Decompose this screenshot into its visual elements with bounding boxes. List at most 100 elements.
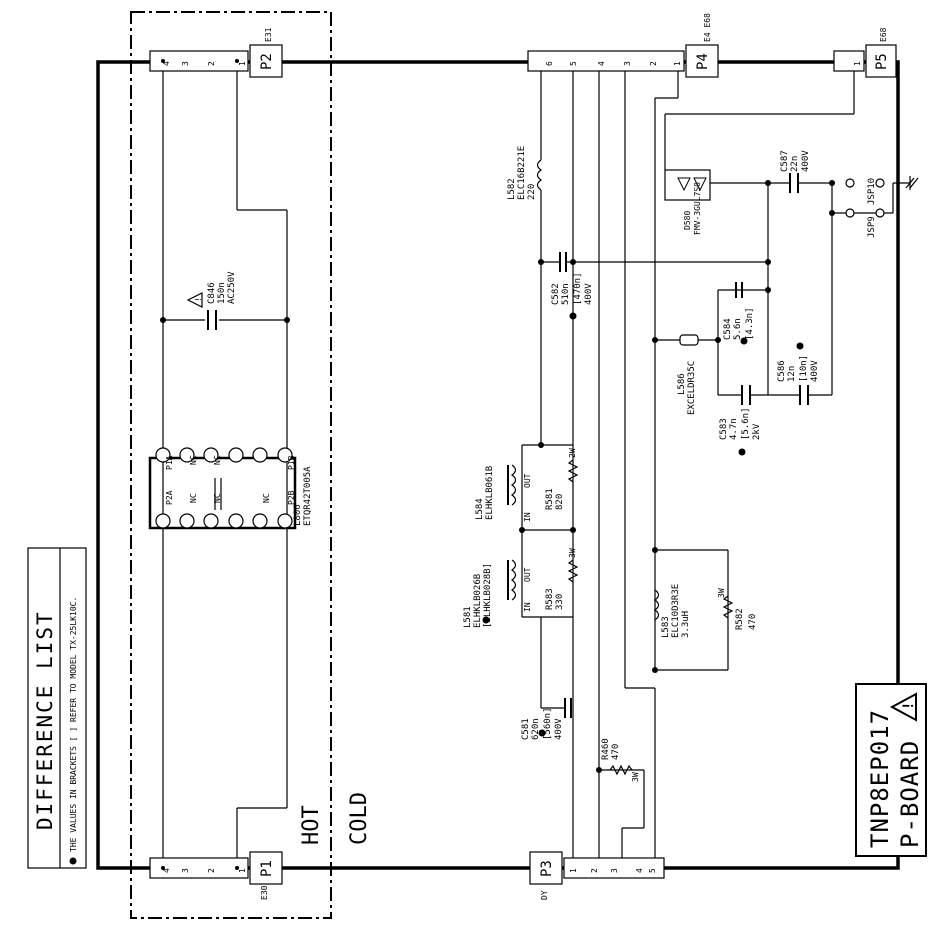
asterisk-marker-icon xyxy=(538,729,546,737)
svg-text:510n: 510n xyxy=(561,283,571,305)
svg-text:2W: 2W xyxy=(568,448,577,458)
svg-text:3: 3 xyxy=(623,61,632,66)
svg-text:400V: 400V xyxy=(554,718,564,740)
svg-text:3: 3 xyxy=(181,868,190,873)
asterisk-marker-icon xyxy=(796,342,804,350)
svg-text:E68: E68 xyxy=(879,27,888,42)
connector-p1: P1 E30 4 3 2 1 xyxy=(149,851,283,900)
svg-text:L582: L582 xyxy=(507,178,517,200)
svg-text:5: 5 xyxy=(648,868,657,873)
svg-text:P1A: P1A xyxy=(165,455,174,470)
svg-text:[470n]: [470n] xyxy=(573,272,583,305)
svg-text:1: 1 xyxy=(238,868,247,873)
hot-label: HOT xyxy=(299,805,324,845)
warning-triangle-icon: ! xyxy=(889,692,917,722)
cold-wiring xyxy=(519,71,910,858)
inductor-l583: L583 ELC10D3R3E 3.3uH xyxy=(653,584,691,638)
svg-text:5: 5 xyxy=(569,61,578,66)
svg-text:E30: E30 xyxy=(260,885,269,900)
capacitor-c586: C586 12n [10n] 400V xyxy=(777,342,820,405)
svg-text:400V: 400V xyxy=(801,150,811,172)
difference-list: DIFFERENCE LIST THE VALUES IN BRACKETS [… xyxy=(27,547,87,869)
svg-text:3: 3 xyxy=(610,868,619,873)
svg-text:1: 1 xyxy=(673,61,682,66)
svg-text:AC250V: AC250V xyxy=(227,271,237,304)
hot-zone-boundary xyxy=(130,11,332,919)
resistor-r581: R581 820 2W xyxy=(545,448,579,510)
svg-text:620n: 620n xyxy=(531,718,541,740)
inductor-l582: L582 ELC16B221E 220 xyxy=(507,146,543,200)
svg-text:330: 330 xyxy=(555,594,565,610)
resistor-r582: R582 470 3W xyxy=(717,588,758,630)
svg-text:ELC10D3R3E: ELC10D3R3E xyxy=(671,584,681,638)
svg-text:NC: NC xyxy=(189,455,198,465)
svg-text:2: 2 xyxy=(649,61,658,66)
svg-text:1: 1 xyxy=(853,61,862,66)
svg-text:5.6n: 5.6n xyxy=(733,318,743,340)
svg-text:P2A: P2A xyxy=(165,490,174,505)
svg-text:C583: C583 xyxy=(719,418,729,440)
asterisk-marker-icon xyxy=(569,312,577,320)
svg-text:E31: E31 xyxy=(264,27,273,42)
svg-text:R460: R460 xyxy=(601,738,611,760)
capacitor-c582: C582 510n [470n] 400V xyxy=(551,252,594,320)
svg-text:ETQR42T005A: ETQR42T005A xyxy=(303,466,313,526)
svg-text:P2: P2 xyxy=(259,53,275,70)
difference-list-note: THE VALUES IN BRACKETS [ ] REFER TO MODE… xyxy=(69,597,78,852)
capacitor-c581: C581 620n [560n] 400V xyxy=(521,698,572,740)
svg-text:[5.6n]: [5.6n] xyxy=(741,407,751,440)
capacitor-c846: C846 150n AC250V ! xyxy=(186,271,237,330)
svg-text:P1B: P1B xyxy=(287,455,296,470)
ground-icon xyxy=(905,176,919,190)
svg-text:IN: IN xyxy=(523,512,532,522)
svg-text:220: 220 xyxy=(527,184,537,200)
difference-list-heading: DIFFERENCE LIST xyxy=(33,610,57,830)
svg-text:2: 2 xyxy=(207,61,216,66)
svg-text:12n: 12n xyxy=(787,366,797,382)
cold-label: COLD xyxy=(347,792,372,845)
svg-text:!: ! xyxy=(194,297,203,302)
svg-text:P2B: P2B xyxy=(287,490,296,505)
svg-text:C581: C581 xyxy=(521,718,531,740)
asterisk-marker-icon xyxy=(738,448,746,456)
svg-text:4: 4 xyxy=(162,61,171,66)
svg-text:R582: R582 xyxy=(735,608,745,630)
hot-wiring xyxy=(160,71,290,858)
svg-text:820: 820 xyxy=(555,494,565,510)
svg-text:L581: L581 xyxy=(463,606,473,628)
svg-text:OUT: OUT xyxy=(523,567,532,582)
svg-text:2: 2 xyxy=(590,868,599,873)
asterisk-marker-icon xyxy=(740,337,748,345)
svg-text:4: 4 xyxy=(597,61,606,66)
svg-text:JSP10: JSP10 xyxy=(867,178,877,205)
svg-text:NC: NC xyxy=(262,493,271,503)
capacitor-c583: C583 4.7n [5.6n] 2kV xyxy=(719,385,762,456)
svg-text:4: 4 xyxy=(162,868,171,873)
warning-triangle-icon: ! xyxy=(186,292,203,308)
svg-text:2kV: 2kV xyxy=(752,423,762,440)
svg-text:3: 3 xyxy=(181,61,190,66)
connector-p4: P4 E4 E68 6 5 4 3 2 1 xyxy=(527,13,719,78)
svg-text:C587: C587 xyxy=(780,150,790,172)
svg-text:[10n]: [10n] xyxy=(799,355,809,382)
svg-text:P1: P1 xyxy=(259,860,275,877)
svg-text:R583: R583 xyxy=(545,588,555,610)
svg-text:[ELHKLB028B]: [ELHKLB028B] xyxy=(483,563,493,628)
svg-text:C846: C846 xyxy=(207,282,217,304)
svg-text:1: 1 xyxy=(569,868,578,873)
svg-text:[560n]: [560n] xyxy=(543,707,553,740)
jumper-jsp10: JSP10 xyxy=(845,178,885,205)
svg-text:L583: L583 xyxy=(661,616,671,638)
svg-text:EXCELDR35C: EXCELDR35C xyxy=(687,361,697,415)
svg-text:P5: P5 xyxy=(874,53,890,70)
svg-text:P3: P3 xyxy=(539,860,555,877)
inductor-l586: L586 EXCELDR35C xyxy=(677,334,699,415)
svg-text:ELC16B221E: ELC16B221E xyxy=(517,146,527,200)
svg-text:470: 470 xyxy=(748,614,758,630)
board-number: TNP8EP017 xyxy=(866,709,894,848)
transformer-l806: L806 ETQR42T005A NC NC NC NC NC P2A P1A … xyxy=(148,447,313,530)
svg-text:4: 4 xyxy=(635,868,644,873)
title-block: TNP8EP017 P-BOARD ! xyxy=(855,683,927,857)
svg-text:6: 6 xyxy=(545,61,554,66)
connector-p3: P3 DY 1 2 3 4 5 xyxy=(529,851,665,900)
